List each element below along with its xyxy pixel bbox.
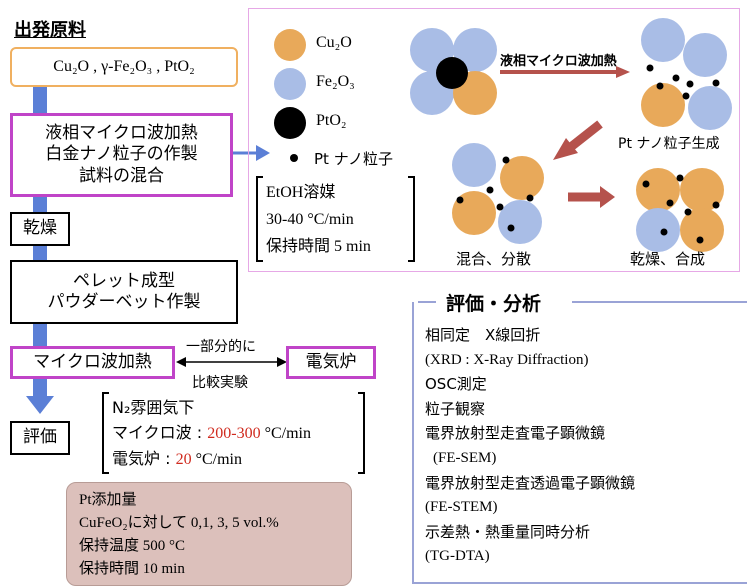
compare-label: 比較実験 bbox=[192, 375, 248, 391]
pt-generated-label: Pt ナノ粒子生成 bbox=[618, 136, 720, 152]
analysis-item: 電界放射型走査透過電子顕微鏡 bbox=[425, 473, 636, 492]
compare-arrow-right bbox=[277, 357, 287, 367]
pellet-line2: パウダーベット作製 bbox=[47, 292, 201, 312]
panel-arrowhead bbox=[256, 145, 270, 161]
analysis-title: 評価・分析 bbox=[440, 289, 548, 316]
solvent-line2: 30-40 °C/min bbox=[266, 211, 354, 228]
partial-label: 一部分的に bbox=[186, 339, 256, 355]
dry-label: 乾燥、合成 bbox=[630, 250, 706, 268]
solvent-bracket-left bbox=[256, 176, 263, 262]
analysis-item: (TG-DTA) bbox=[425, 548, 490, 565]
solvent-block: EtOH溶媒 30-40 °C/min 保持時間 5 min bbox=[266, 179, 371, 260]
mw-unit: °C/min bbox=[260, 425, 311, 442]
atmosphere-bracket-left bbox=[102, 392, 109, 474]
ef-value: 20 bbox=[175, 451, 192, 468]
analysis-item: 粒子観察 bbox=[425, 399, 486, 418]
atmosphere-bracket-right bbox=[358, 392, 365, 474]
legend-pto2-label: PtO₂ bbox=[316, 112, 347, 129]
pt-addition-box: Pt添加量 CuFeO₂に対して 0,1, 3, 5 vol.% 保持温度 50… bbox=[66, 482, 352, 586]
pellet-box: ペレット成型 パウダーベット作製 bbox=[10, 260, 238, 324]
dry-arrowhead bbox=[600, 186, 615, 208]
analysis-box bbox=[412, 302, 747, 584]
cluster-before bbox=[410, 28, 497, 115]
microwave-heating-box: マイクロ波加熱 bbox=[10, 346, 175, 379]
microwave-process-line2: 白金ナノ粒子の作製 bbox=[45, 144, 198, 165]
solvent-line3: 保持時間 5 min bbox=[266, 238, 371, 255]
cluster-pt-generated bbox=[641, 18, 732, 130]
starting-materials-box: Cu₂O , γ-Fe₂O₃ , PtO₂ bbox=[10, 47, 238, 87]
atmosphere-block: N₂雰囲気下 マイクロ波 : 200-300 °C/min 電気炉 : 20 °… bbox=[112, 395, 311, 472]
flow-title: 出発原料 bbox=[14, 20, 86, 41]
flow-arrowhead bbox=[26, 396, 54, 414]
legend-cu2o-label: Cu₂O bbox=[316, 34, 352, 51]
atmosphere-microwave: マイクロ波 : 200-300 °C/min bbox=[112, 420, 311, 446]
evaluate-box: 評価 bbox=[10, 421, 70, 455]
heat-arrowhead bbox=[616, 66, 630, 78]
analysis-item: OSC測定 bbox=[425, 375, 487, 394]
analysis-item: 相同定 X線回折 bbox=[425, 326, 541, 344]
cluster-mixed bbox=[452, 143, 544, 244]
ef-unit: °C/min bbox=[191, 451, 242, 468]
analysis-item: 示差熱・熱重量同時分析 bbox=[425, 522, 591, 541]
legend-fe2o3-swatch bbox=[274, 68, 306, 100]
pellet-line1: ペレット成型 bbox=[73, 270, 175, 291]
analysis-item: (FE-SEM) bbox=[433, 449, 497, 466]
mix-arrowhead bbox=[553, 138, 578, 160]
atmosphere-line1: N₂雰囲気下 bbox=[112, 398, 195, 417]
legend-pto2-swatch bbox=[274, 107, 306, 139]
analysis-list: 相同定 X線回折 (XRD : X-Ray Diffraction) OSC測定… bbox=[425, 323, 635, 569]
pt-line3: 保持温度 500 °C bbox=[79, 538, 186, 554]
analysis-item: 電界放射型走査電子顕微鏡 bbox=[425, 424, 606, 443]
atmosphere-furnace: 電気炉 : 20 °C/min bbox=[112, 446, 311, 472]
analysis-item: (FE-STEM) bbox=[425, 499, 498, 516]
mix-label: 混合、分散 bbox=[456, 250, 532, 268]
microwave-process-line1: 液相マイクロ波加熱 bbox=[45, 123, 198, 144]
process-panel bbox=[248, 8, 740, 272]
solvent-bracket-right bbox=[408, 176, 415, 262]
pt-line1: Pt添加量 bbox=[79, 492, 137, 508]
legend-cu2o-swatch bbox=[274, 29, 306, 61]
microwave-process-box: 液相マイクロ波加熱 白金ナノ粒子の作製 試料の混合 bbox=[10, 113, 233, 197]
compare-arrow-left bbox=[176, 357, 186, 367]
ef-prefix: 電気炉 : bbox=[112, 449, 176, 468]
cluster-dried bbox=[636, 168, 724, 252]
analysis-item: (XRD : X-Ray Diffraction) bbox=[425, 351, 589, 368]
mw-prefix: マイクロ波 : bbox=[112, 423, 208, 442]
legend-fe2o3-label: Fe₂O₃ bbox=[316, 73, 355, 90]
solvent-line1: EtOH溶媒 bbox=[266, 184, 336, 201]
pt-line2: CuFeO₂に対して 0,1, 3, 5 vol.% bbox=[79, 515, 279, 531]
dry-box: 乾燥 bbox=[10, 212, 70, 246]
electric-furnace-box: 電気炉 bbox=[286, 346, 376, 379]
microwave-process-line3: 試料の混合 bbox=[79, 165, 164, 186]
legend-pt-nano-label: Pt ナノ粒子 bbox=[314, 150, 393, 168]
heat-label: 液相マイクロ波加熱 bbox=[500, 54, 617, 69]
legend-pt-nano-swatch bbox=[290, 154, 298, 162]
mw-value: 200-300 bbox=[207, 425, 261, 442]
mix-arrow bbox=[564, 120, 603, 154]
pt-line4: 保持時間 10 min bbox=[79, 561, 185, 577]
